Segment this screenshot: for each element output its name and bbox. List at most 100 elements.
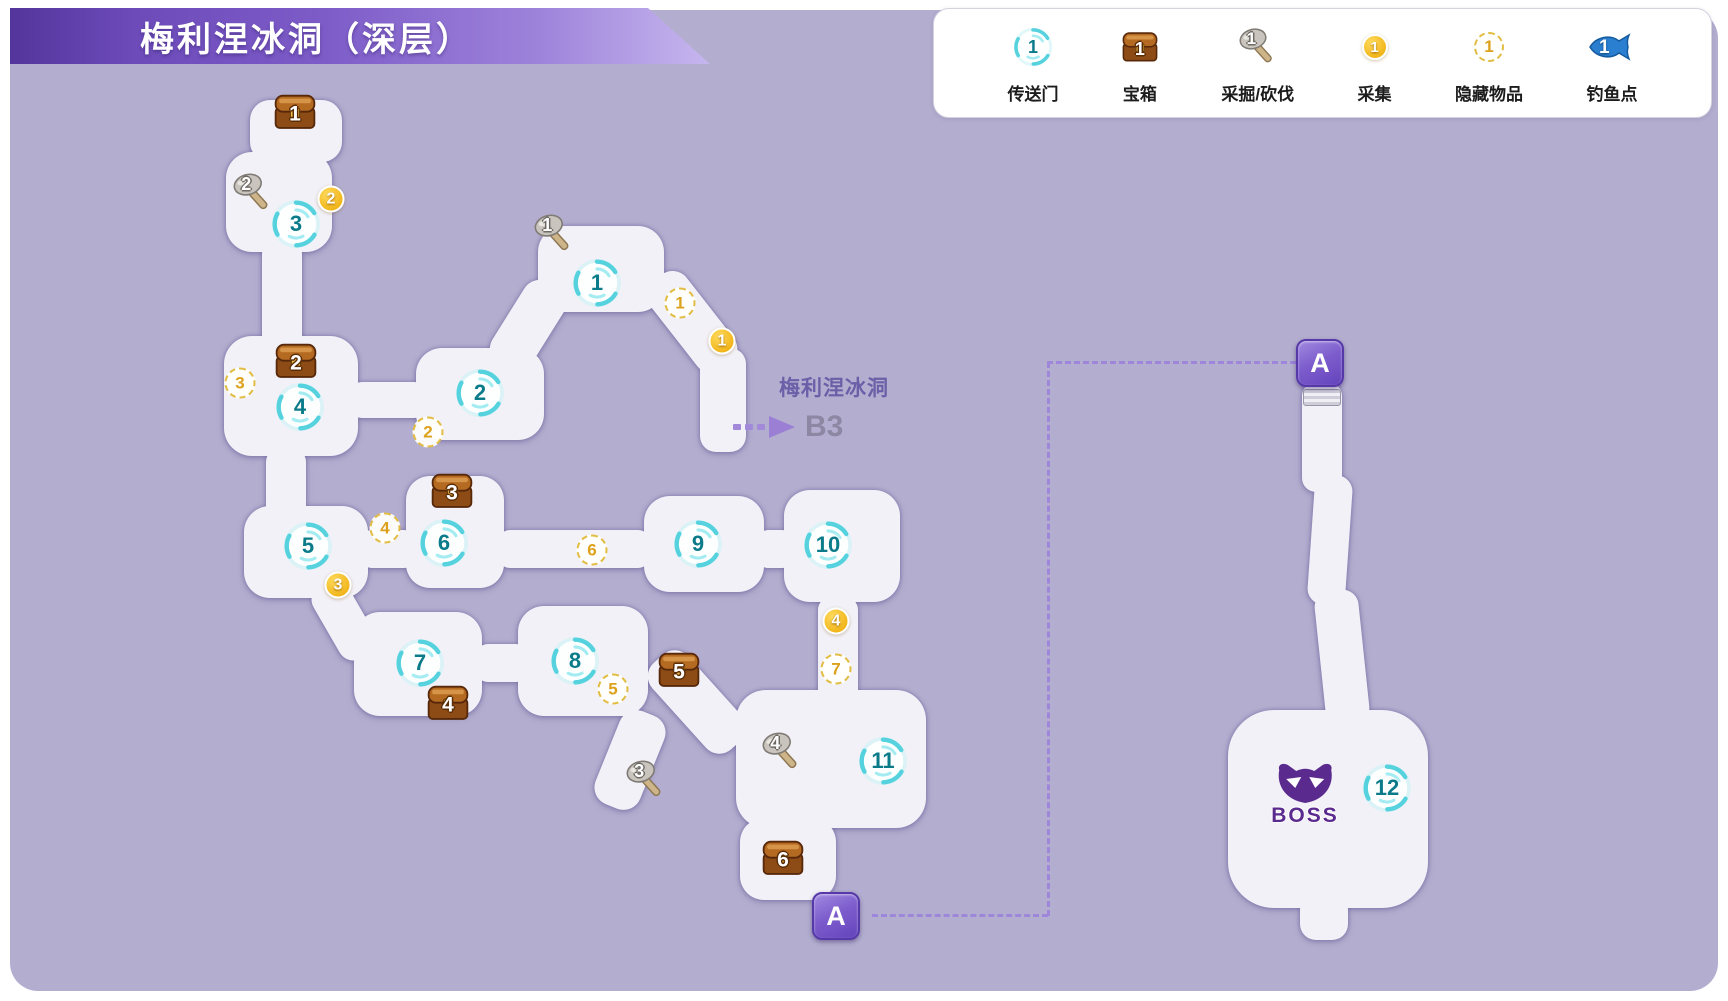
marker-number: 11 <box>871 748 895 773</box>
portal-marker-8: 8 <box>550 636 600 686</box>
exit-arrow-row: B3 <box>733 410 889 444</box>
marker-number: 1 <box>289 102 301 126</box>
chest-marker-1: 1 <box>274 94 316 130</box>
legend-label: 采掘/砍伐 <box>1221 85 1295 104</box>
chest-icon: 1 <box>1122 32 1158 62</box>
portal-marker-1: 1 <box>572 258 622 308</box>
legend-label: 传送门 <box>1007 85 1059 104</box>
hidden-item-icon: 1 <box>1474 32 1504 62</box>
legend-icon-box: 1 <box>1122 21 1158 73</box>
gather-icon: 2 <box>317 185 345 213</box>
pickaxe-icon: 3 <box>625 759 667 801</box>
gather-icon: 1 <box>1361 34 1388 60</box>
chest-icon: 5 <box>658 652 700 688</box>
mining-marker-4: 4 <box>761 731 803 773</box>
marker-number: 9 <box>691 531 705 556</box>
marker-number: 5 <box>673 660 685 684</box>
map-corridor <box>498 530 650 568</box>
mining-marker-1: 1 <box>533 213 575 255</box>
portal-icon: 1 <box>1013 27 1053 67</box>
portal-marker-5: 5 <box>283 521 333 571</box>
waypoint-marker-2: A <box>1296 339 1344 387</box>
marker-number: 3 <box>446 481 458 505</box>
marker-number: 6 <box>437 530 451 555</box>
page-title: 梅利涅冰洞（深层） <box>140 20 473 59</box>
hidden-marker-3: 3 <box>224 367 256 399</box>
chest-marker-6: 6 <box>762 840 804 876</box>
hidden-item-icon: 6 <box>576 534 608 566</box>
portal-icon: 3 <box>271 199 321 249</box>
portal-icon: 7 <box>395 638 445 688</box>
hidden-marker-2: 2 <box>412 416 444 448</box>
hidden-marker-6: 6 <box>576 534 608 566</box>
marker-number: 1 <box>1598 36 1610 58</box>
portal-icon: 6 <box>419 518 469 568</box>
legend-icon-box: 1 <box>1238 21 1278 73</box>
exit-to-b3: 梅利涅冰洞 B3 <box>733 372 889 444</box>
portal-icon: 10 <box>803 520 853 570</box>
gather-marker-2: 2 <box>317 185 345 213</box>
legend-item-fish: 1 钓鱼点 <box>1586 21 1637 105</box>
legend-item-hidden: 1 隐藏物品 <box>1455 21 1523 105</box>
legend-icon-box: 1 <box>1474 21 1504 73</box>
hidden-marker-5: 5 <box>597 673 629 705</box>
legend-label: 采集 <box>1357 85 1392 104</box>
portal-marker-4: 4 <box>275 382 325 432</box>
chest-icon: 1 <box>274 94 316 130</box>
exit-area-label: 梅利涅冰洞 <box>779 377 889 400</box>
route-line-bottom <box>872 914 1048 917</box>
boss-label: BOSS <box>1271 804 1339 827</box>
waypoint-icon: A <box>1296 339 1344 387</box>
waypoint-marker-1: A <box>812 892 860 940</box>
gate-icon <box>1303 389 1341 406</box>
gather-icon: 1 <box>708 327 736 355</box>
marker-number: 1 <box>1134 39 1145 59</box>
hidden-marker-4: 4 <box>369 512 401 544</box>
hidden-item-icon: 4 <box>369 512 401 544</box>
portal-marker-7: 7 <box>395 638 445 688</box>
marker-number: 7 <box>413 650 427 675</box>
chest-marker-4: 4 <box>427 685 469 721</box>
portal-marker-2: 2 <box>455 368 505 418</box>
waypoint-icon: A <box>812 892 860 940</box>
gather-marker-1: 1 <box>708 327 736 355</box>
marker-number: 1 <box>1246 28 1257 48</box>
marker-number: 2 <box>241 173 252 194</box>
portal-marker-11: 11 <box>858 736 908 786</box>
portal-icon: 12 <box>1362 763 1412 813</box>
legend-label: 隐藏物品 <box>1455 85 1523 104</box>
marker-number: 5 <box>301 533 315 558</box>
chest-marker-3: 3 <box>431 473 473 509</box>
portal-marker-10: 10 <box>803 520 853 570</box>
marker-number: 4 <box>770 732 781 753</box>
chest-icon: 2 <box>275 343 317 379</box>
chest-marker-5: 5 <box>658 652 700 688</box>
hidden-item-icon: 2 <box>412 416 444 448</box>
legend-icon-box: 1 <box>1361 21 1388 73</box>
portal-icon: 11 <box>858 736 908 786</box>
marker-number: 10 <box>815 532 841 557</box>
route-line-vertical <box>1047 362 1050 916</box>
portal-icon: 9 <box>673 519 723 569</box>
marker-number: 2 <box>473 380 487 405</box>
marker-number: 1 <box>590 270 604 295</box>
hidden-item-icon: 3 <box>224 367 256 399</box>
pickaxe-icon: 1 <box>1238 27 1278 67</box>
portal-icon: 8 <box>550 636 600 686</box>
chest-icon: 3 <box>431 473 473 509</box>
title-banner: 梅利涅冰洞（深层） <box>10 8 710 64</box>
marker-number: 4 <box>293 394 307 419</box>
marker-number: 2 <box>290 351 302 375</box>
gather-icon: 3 <box>324 571 352 599</box>
hidden-item-icon: 7 <box>820 653 852 685</box>
boss-face-icon <box>1278 763 1332 803</box>
portal-marker-6: 6 <box>419 518 469 568</box>
gather-icon: 4 <box>822 607 850 635</box>
chest-icon: 4 <box>427 685 469 721</box>
legend-label: 钓鱼点 <box>1586 85 1638 104</box>
route-line-top <box>1047 361 1296 364</box>
map-corridor <box>700 348 746 452</box>
